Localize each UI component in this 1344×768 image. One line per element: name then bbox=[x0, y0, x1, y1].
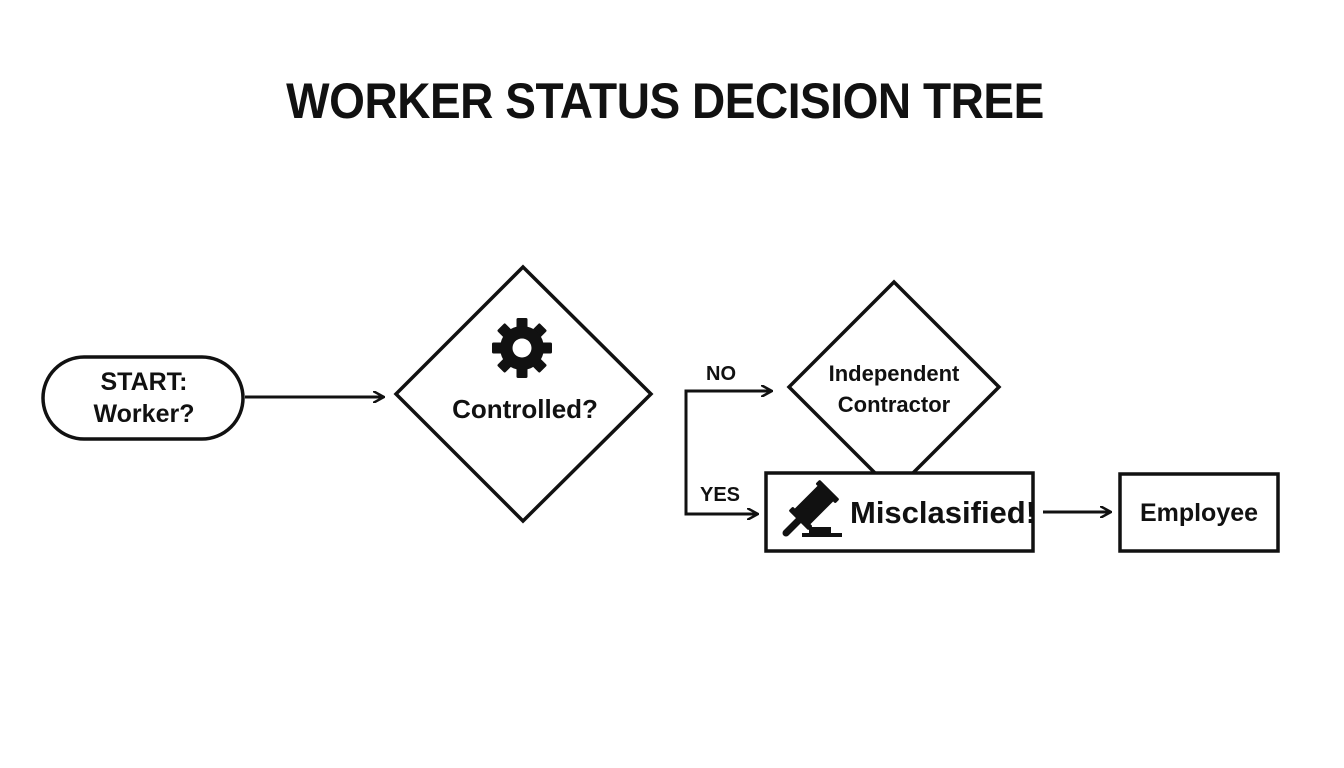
start-node bbox=[41, 355, 245, 441]
start-line-1: START: bbox=[100, 368, 188, 396]
start-node-label: START: Worker? bbox=[44, 366, 244, 430]
independent-line-2: Contractor bbox=[837, 392, 951, 417]
employee-node bbox=[1118, 472, 1280, 553]
start-line-2: Worker? bbox=[93, 400, 195, 428]
edge-yes bbox=[684, 391, 757, 514]
gavel-icon bbox=[782, 480, 842, 537]
controlled-node bbox=[393, 264, 654, 524]
gear-icon bbox=[492, 318, 552, 378]
misclassified-node-label: Misclasified! bbox=[850, 495, 1037, 530]
independent-contractor-label: Independent Contractor bbox=[794, 358, 994, 420]
independent-line-1: Independent bbox=[828, 361, 960, 386]
controlled-node-label: Controlled? bbox=[452, 394, 598, 424]
employee-node-label: Employee bbox=[1139, 499, 1259, 527]
diagram-title: WORKER STATUS DECISION TREE bbox=[286, 73, 1044, 129]
edge-no-label: NO bbox=[706, 363, 736, 385]
edge-yes-label: YES bbox=[700, 484, 741, 506]
